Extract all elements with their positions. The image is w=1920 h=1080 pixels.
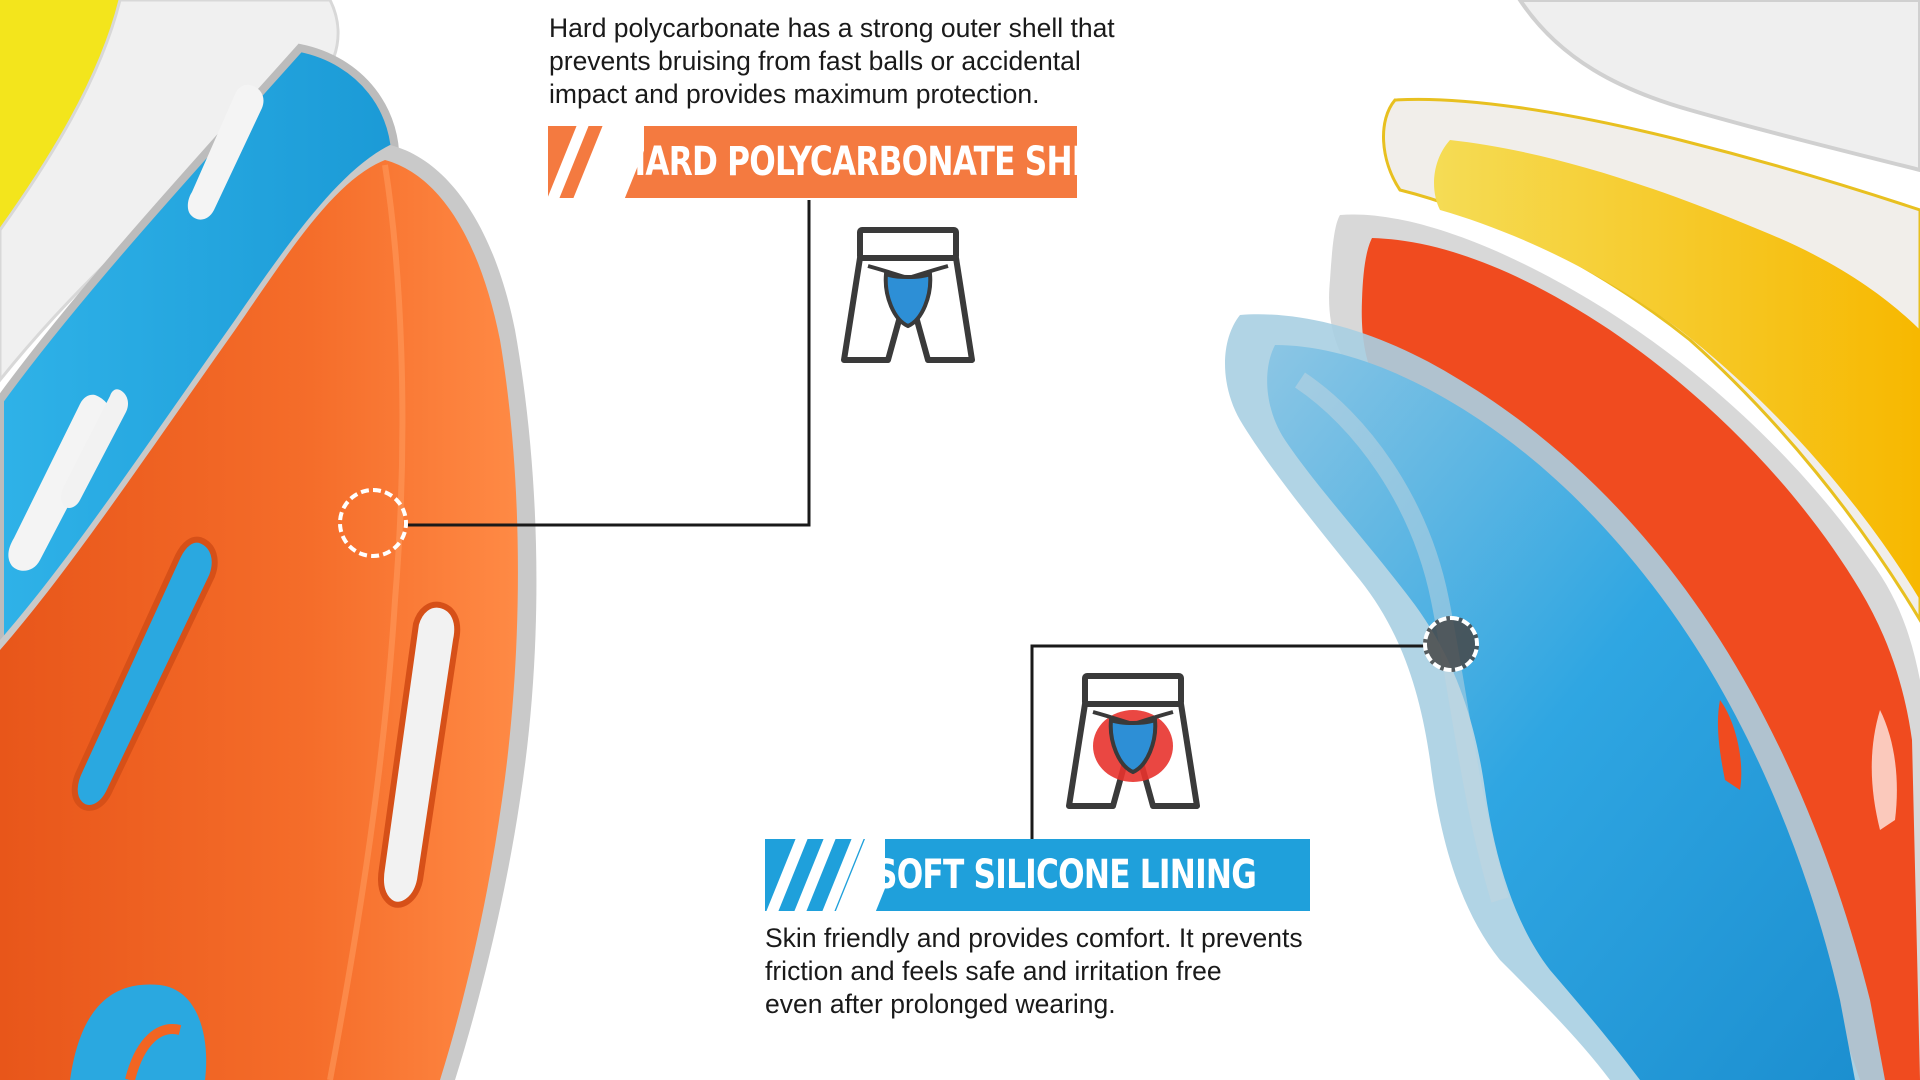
leader-line-top xyxy=(408,200,811,527)
blue-peek-bottom xyxy=(70,984,207,1080)
shorts-with-cup-and-padding-icon xyxy=(1066,673,1200,809)
blue-slot-1 xyxy=(8,394,112,571)
shell-banner: HARD POLYCARBONATE SHELL xyxy=(548,126,1131,198)
lining-banner: SOFT SILICONE LINING xyxy=(765,839,1310,911)
callout-marker-shell xyxy=(338,488,408,558)
orange-slot-2 xyxy=(71,536,218,811)
clear-shell-right xyxy=(1517,0,1920,173)
orange-slot-1 xyxy=(378,601,461,908)
blue-slot-2 xyxy=(187,84,264,220)
yellow-shell-left xyxy=(0,0,120,230)
leader-line-bottom xyxy=(1030,644,1424,839)
banner-stripes xyxy=(765,839,885,911)
orange-slot-3 xyxy=(61,389,128,508)
lining-banner-label: SOFT SILICONE LINING xyxy=(875,852,1257,898)
lining-description: Skin friendly and provides comfort. It p… xyxy=(765,923,1303,1019)
shell-description: Hard polycarbonate has a strong outer sh… xyxy=(549,13,1115,109)
shorts-with-cup-icon xyxy=(841,227,975,363)
shell-banner-label: HARD POLYCARBONATE SHELL xyxy=(620,139,1131,185)
callout-marker-lining xyxy=(1423,616,1479,672)
